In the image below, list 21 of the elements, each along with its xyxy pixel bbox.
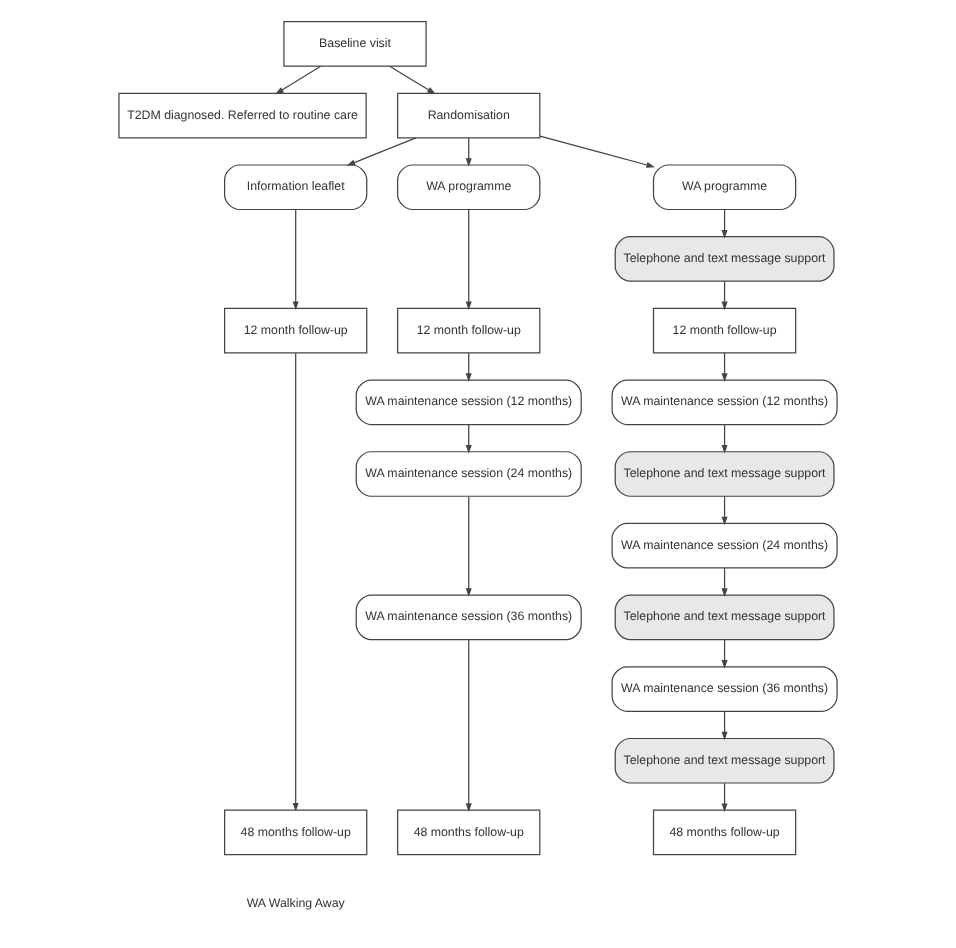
arrow <box>465 496 472 597</box>
arrow <box>465 137 472 167</box>
arrow <box>721 567 728 597</box>
arrow <box>721 352 728 382</box>
arrow <box>721 639 728 669</box>
arrow <box>721 495 728 526</box>
arrow <box>539 135 656 168</box>
arrow <box>346 137 417 166</box>
arrow <box>465 209 472 311</box>
arrow <box>721 782 728 813</box>
arrow <box>292 352 299 812</box>
arrow <box>292 209 299 311</box>
arrow <box>721 710 728 741</box>
arrow <box>465 639 472 812</box>
arrow <box>721 209 728 239</box>
arrow <box>465 352 472 382</box>
arrow <box>389 65 436 95</box>
arrow <box>465 424 472 454</box>
arrow <box>275 65 322 95</box>
arrow <box>721 280 728 311</box>
arrow <box>721 424 728 454</box>
